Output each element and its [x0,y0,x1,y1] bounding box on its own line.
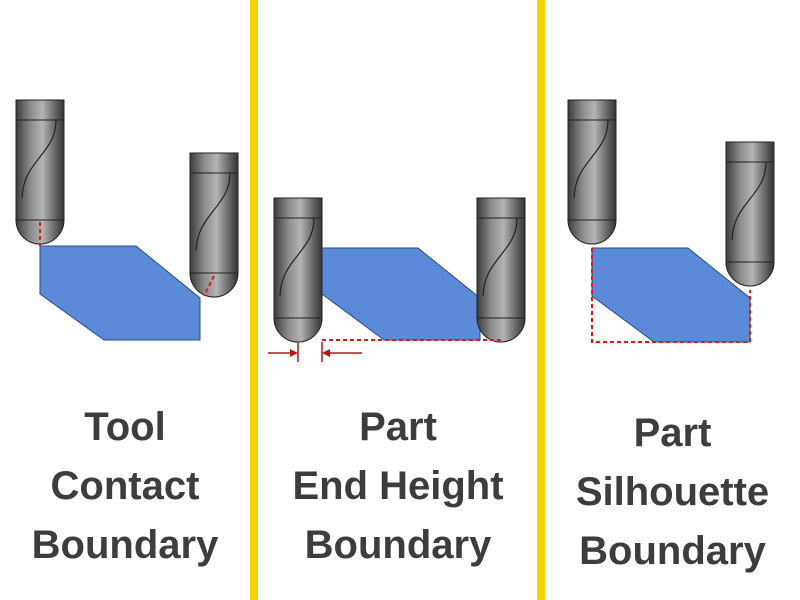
label-line: Boundary [31,523,219,567]
panel-label-tool-contact: Tool Contact Boundary [0,398,250,575]
label-line: Boundary [579,529,766,573]
panel-label-part-end-height: Part End Height Boundary [258,398,538,575]
label-line: Boundary [304,523,492,567]
panel-label-part-silhouette: Part Silhouette Boundary [545,404,800,581]
panel-part-silhouette [567,99,775,343]
offset-dimension-arrows [268,342,362,362]
label-line: Silhouette [575,470,770,514]
end-mill-tool-icon [567,99,617,245]
panel-part-end-height [268,197,526,362]
label-line: Part [359,405,437,449]
label-line: End Height [292,464,504,508]
part-shape [321,247,481,341]
label-line: Contact [50,464,200,508]
divider-right [537,0,545,600]
end-mill-tool-icon [725,141,775,287]
end-mill-tool-icon [476,197,526,343]
divider-left [250,0,258,600]
contact-boundary-line [39,222,215,297]
end-mill-tool-icon [273,197,323,343]
label-line: Part [633,411,712,455]
panel-tool-contact [15,99,239,341]
end-mill-tool-icon [189,152,239,298]
part-shape [39,245,201,341]
label-line: Tool [84,405,166,449]
